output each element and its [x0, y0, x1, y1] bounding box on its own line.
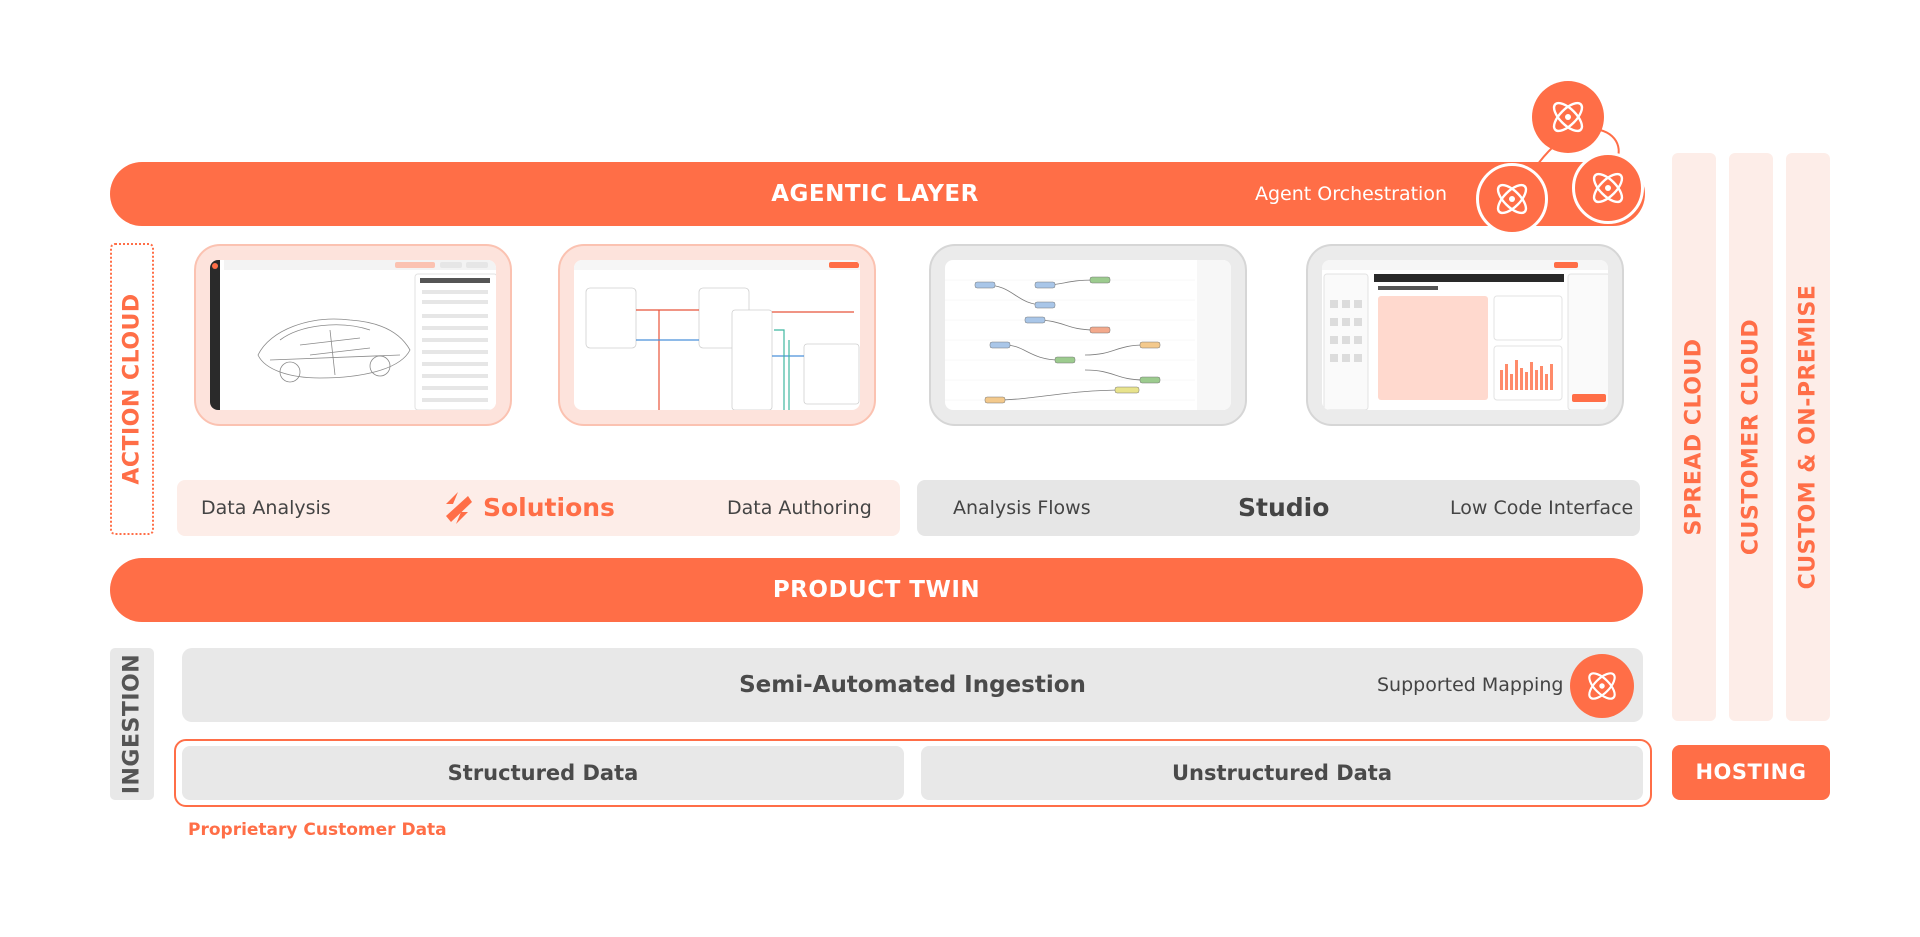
customer-cloud-label: CUSTOMER CLOUD — [1738, 318, 1764, 556]
spread-logo-icon — [446, 492, 472, 524]
product-twin-bar — [110, 558, 1643, 622]
studio-screenshot-flows — [929, 244, 1247, 426]
agentic-layer-title: AGENTIC LAYER — [771, 181, 979, 207]
analysis-flows-label: Analysis Flows — [953, 497, 1091, 519]
agentic-layer-bar — [110, 162, 1645, 226]
vehicle-3d-view-image — [210, 260, 496, 410]
unstructured-data-box: Unstructured Data — [921, 746, 1643, 800]
agent-icon-right — [1572, 152, 1644, 224]
on-premise-column — [1786, 153, 1830, 721]
solutions-title: Solutions — [483, 493, 615, 522]
analysis-flow-image — [945, 260, 1231, 410]
ingestion-box — [110, 648, 154, 800]
atom-orbit-icon — [1552, 101, 1584, 133]
low-code-interface-label: Low Code Interface — [1450, 497, 1634, 519]
atom-orbit-icon — [1496, 183, 1528, 215]
supported-mapping-label: Supported Mapping — [1377, 674, 1564, 696]
wiring-graph-image — [574, 260, 860, 410]
agent-orchestration-label: Agent Orchestration — [1255, 183, 1448, 205]
action-cloud-label: ACTION CLOUD — [119, 293, 145, 485]
spread-cloud-label: SPREAD CLOUD — [1681, 338, 1707, 536]
agent-icon-top — [1532, 81, 1604, 153]
hosting-label: HOSTING — [1672, 745, 1830, 800]
agent-icon-left — [1476, 163, 1548, 235]
action-cloud-box — [110, 243, 154, 535]
spread-cloud-column — [1672, 153, 1716, 721]
mapping-agent-icon — [1570, 654, 1634, 718]
semi-automated-ingestion-box — [182, 648, 1643, 722]
product-twin-title: PRODUCT TWIN — [772, 577, 981, 603]
semi-automated-ingestion-title: Semi-Automated Ingestion — [739, 672, 1086, 698]
low-code-dashboard-image — [1322, 260, 1608, 410]
studio-title: Studio — [1238, 493, 1330, 522]
atom-orbit-icon — [1592, 172, 1624, 204]
structured-data-box: Structured Data — [182, 746, 904, 800]
studio-screenshot-lowcode — [1306, 244, 1624, 426]
data-authoring-label: Data Authoring — [727, 497, 872, 519]
solutions-panel — [177, 480, 900, 536]
on-premise-label: CUSTOM & ON-PREMISE — [1795, 284, 1821, 590]
solutions-screenshot-authoring — [558, 244, 876, 426]
solutions-screenshot-analysis — [194, 244, 512, 426]
data-analysis-label: Data Analysis — [201, 497, 331, 519]
customer-cloud-column — [1729, 153, 1773, 721]
proprietary-customer-data-label: Proprietary Customer Data — [188, 820, 447, 840]
ingestion-label: INGESTION — [119, 653, 145, 795]
studio-panel — [917, 480, 1640, 536]
atom-orbit-icon — [1588, 672, 1616, 700]
proprietary-data-outline — [174, 739, 1652, 807]
